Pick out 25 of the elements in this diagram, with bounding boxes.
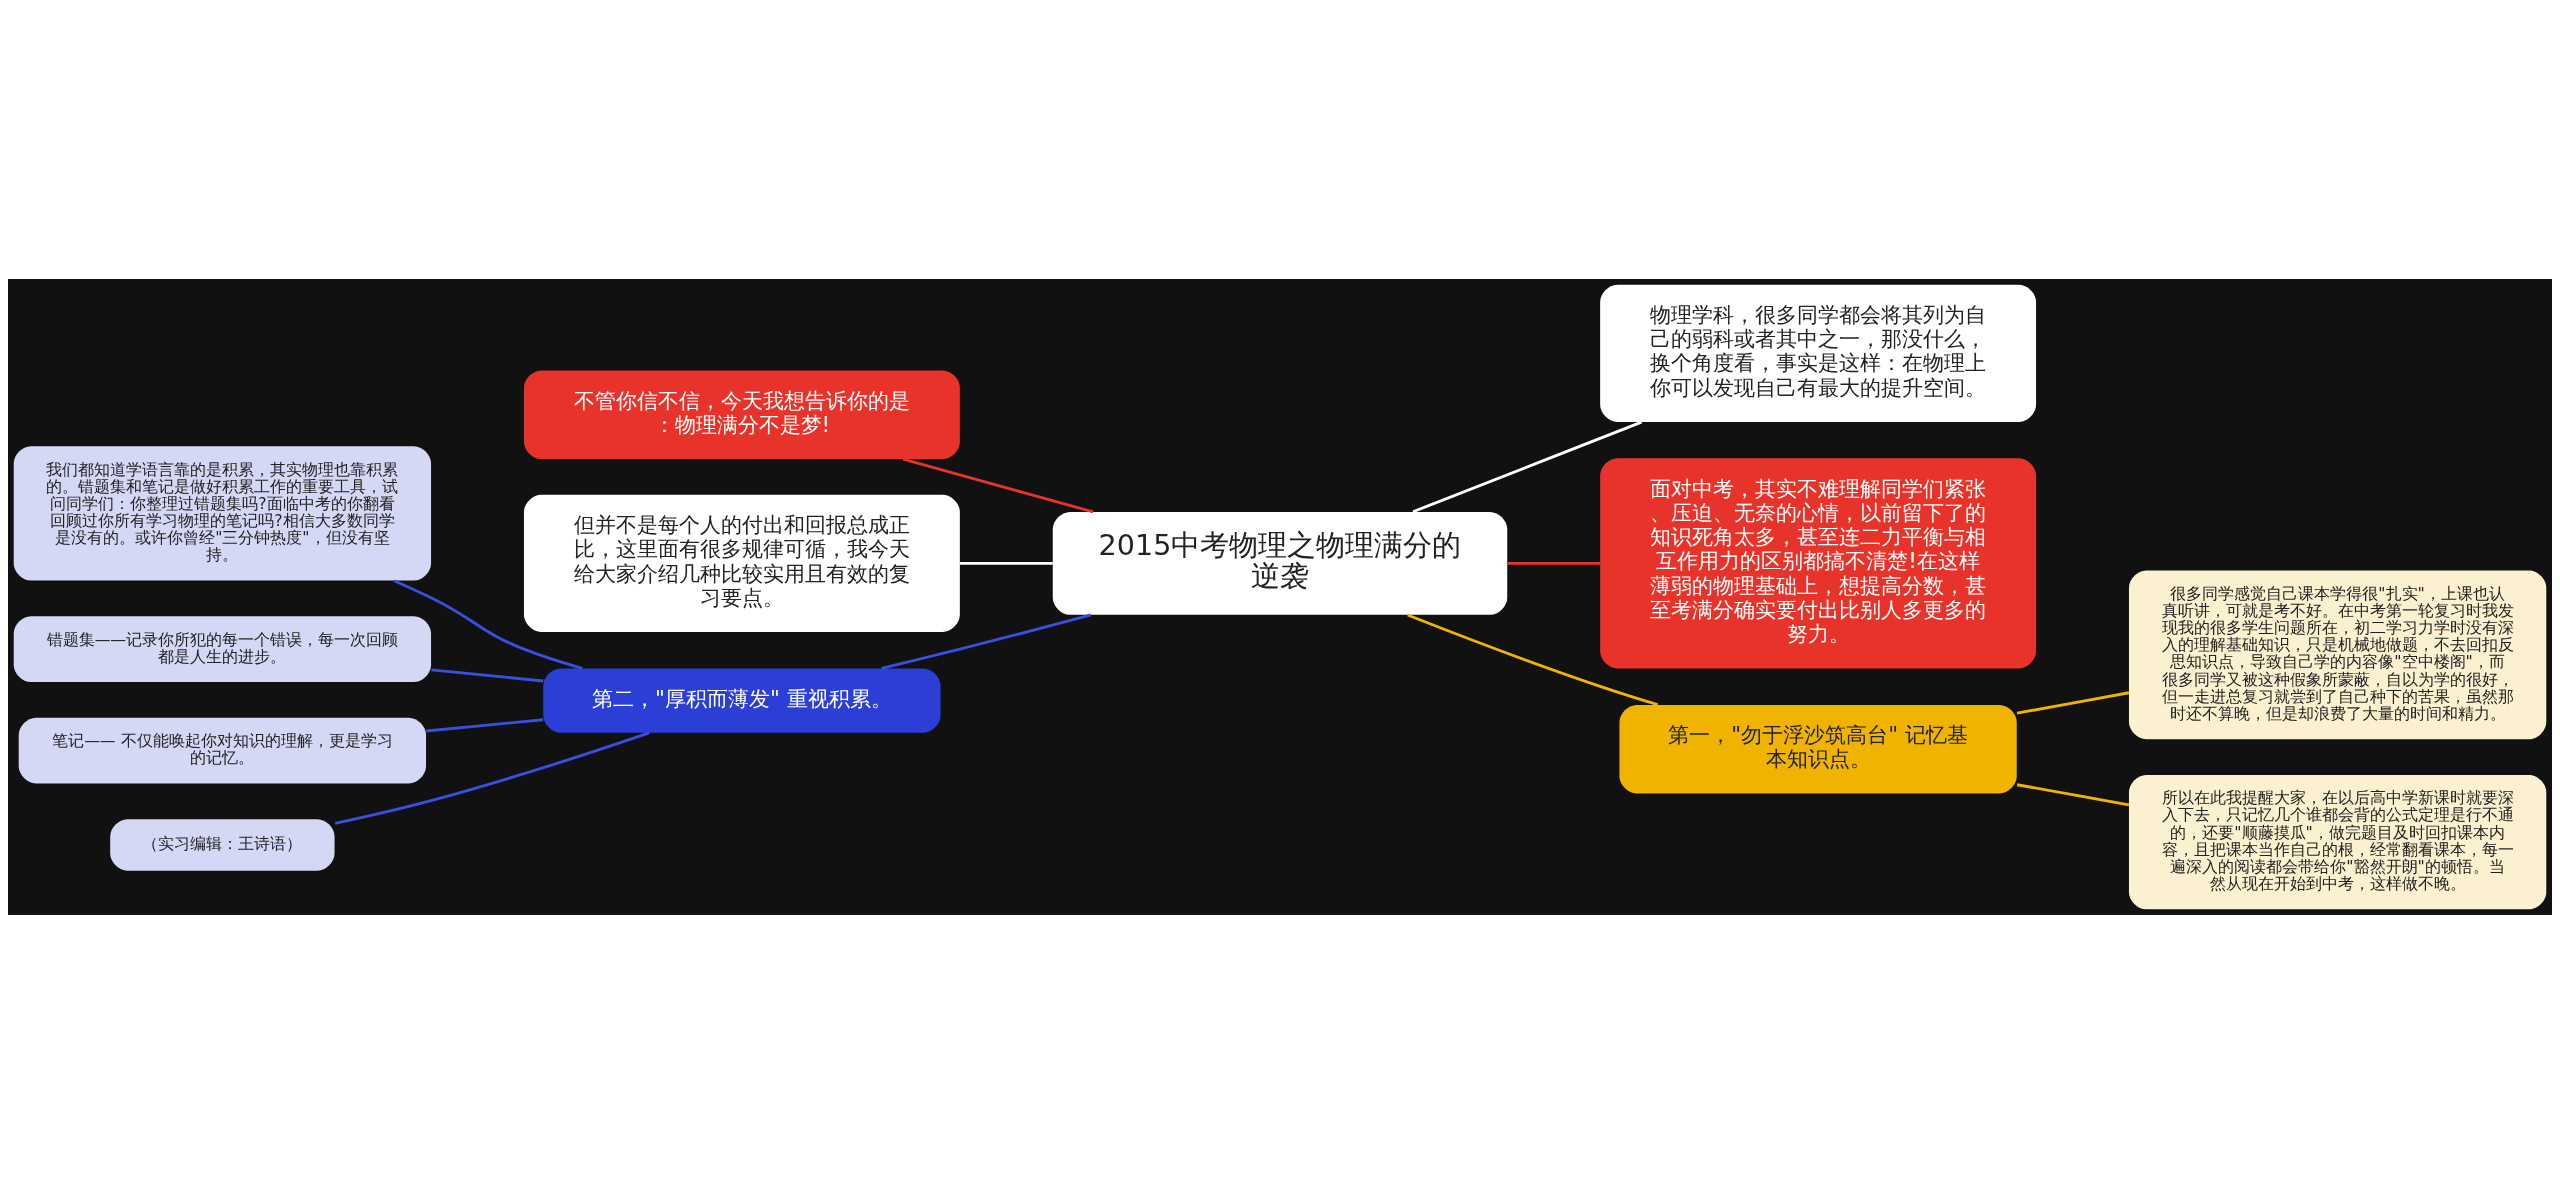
connector (902, 457, 1094, 513)
node-box: 错题集——记录你所犯的每一个错误，每一次回顾都是人生的进步。 (13, 615, 432, 682)
node-box: 不管你信不信，今天我想告诉你的是：物理满分不是梦! (523, 369, 960, 459)
connector (393, 579, 583, 670)
node-box: 第二，"厚积而薄发" 重视积累。 (543, 667, 941, 733)
connector (2016, 782, 2130, 806)
node-box: 2015中考物理之物理满分的逆袭 (1052, 511, 1508, 615)
connector (959, 561, 1053, 565)
connector (1507, 561, 1600, 565)
connector (426, 717, 544, 732)
node-box: 但并不是每个人的付出和回报总成正比，这里面有很多规律可循，我今天给大家介绍几种比较实用且有效的复习要点。 (523, 494, 960, 632)
connector (2016, 690, 2130, 715)
node-box: 第一，"勿于浮沙筑高台" 记忆基本知识点。 (1619, 704, 2017, 793)
node-box: 面对中考，其实不难理解同学们紧张、压迫、无奈的心情，以前留下了的知识死角太多，甚至连二力平衡与相互作用力的区别都搞不清楚!在这样薄弱的物理基础上，想提高分数，甚至考满分确实要付出比别人多更多的努力。 (1600, 457, 2037, 668)
node-box: 所以在此我提醒大家，在以后高中学新课时就要深入下去，只记忆几个谁都会背的公式定理是行不通的，还要"顺藤摸瓜"，做完题目及时回扣课本内容，且把课本当作自己的根，经常翻看课本，每一遍深入的阅读都会带给你"豁然开朗"的顿悟。当然从现在开始到中考，这样做不晚。 (2128, 774, 2547, 909)
connector (881, 613, 1092, 670)
connector (334, 731, 650, 825)
node-box: 笔记—— 不仅能唤起你对知识的理解，更是学习的记忆。 (18, 717, 427, 783)
node-box: 我们都知道学语言靠的是积累，其实物理也靠积累的。错题集和笔记是做好积累工作的重要工具，试问同学们：你整理过错题集吗?面临中考的你翻看回顾过你所有学习物理的笔记吗?相信大多数同学是没有的。或许你曾经"三分钟热度"，但没有坚持。 (13, 445, 432, 581)
node-box: 很多同学感觉自己课本学得很"扎实"，上课也认真听讲，可就是考不好。在中考第一轮复习时我发现我的很多学生问题所在，初二学习力学时没有深入的理解基础知识，只是机械地做题，不去回扣反思知识点，导致自己学的内容像"空中楼阁"，而很多同学又被这种假象所蒙蔽，自以为学的很好，但一走进总复习就尝到了自己种下的苦果，虽然那时还不算晚，但是却浪费了大量的时间和精力。 (2128, 570, 2547, 739)
node-box: （实习编辑：王诗语） (110, 818, 335, 871)
connector (1407, 613, 1659, 706)
node-box: 物理学科，很多同学都会将其列为自己的弱科或者其中之一，那没什么，换个角度看，事实是这样：在物理上你可以发现自己有最大的提升空间。 (1600, 284, 2037, 422)
connector (431, 667, 544, 682)
connector (1412, 420, 1643, 513)
